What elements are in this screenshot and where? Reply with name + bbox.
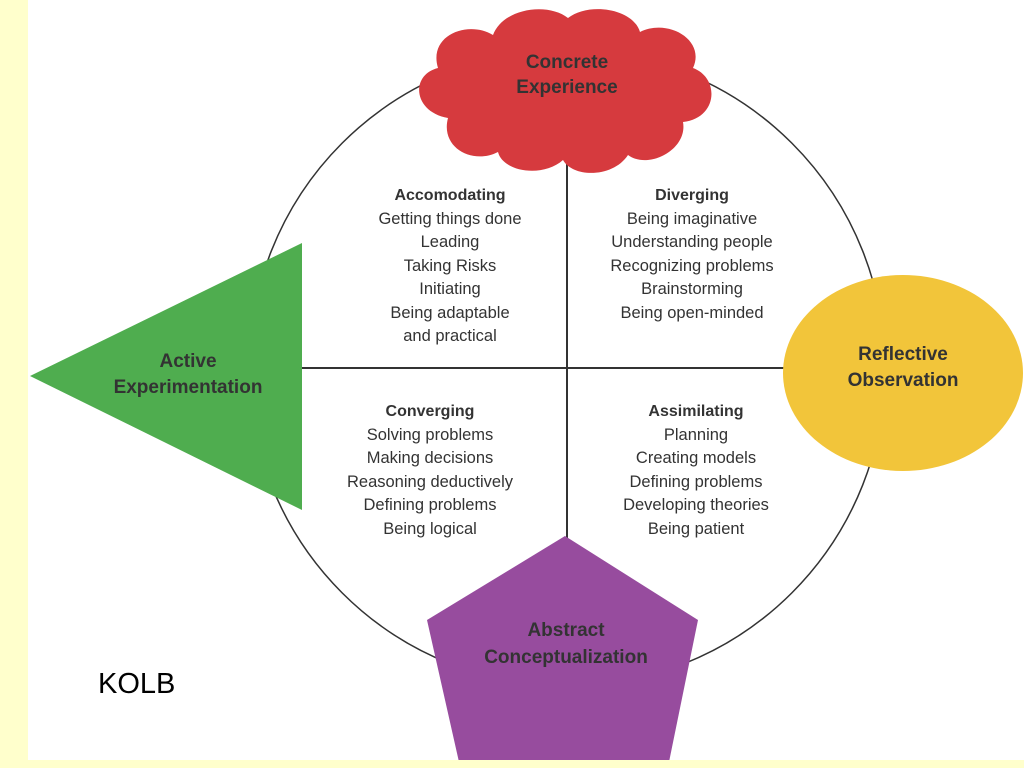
quadrant-item: Being logical [383, 520, 477, 538]
quadrant-title: Converging [386, 403, 475, 420]
quadrant-item: Defining problems [364, 496, 497, 514]
quadrant-item: Being patient [648, 520, 745, 538]
quadrant-item: Planning [664, 426, 728, 444]
quadrant-item: Leading [421, 233, 480, 251]
quadrant-title: Accomodating [394, 187, 505, 204]
quadrant-item: Brainstorming [641, 280, 743, 298]
reflective-observation-ellipse: Reflective Observation [783, 275, 1023, 471]
quadrant-item: Recognizing problems [610, 257, 773, 275]
quadrant-converging: Converging Solving problems Making decis… [347, 403, 514, 538]
quadrant-item: Reasoning deductively [347, 473, 514, 491]
pole-bottom-line-1: Abstract [527, 620, 605, 641]
quadrant-item: Understanding people [611, 233, 772, 251]
quadrant-item: Defining problems [630, 473, 763, 491]
quadrant-item: Taking Risks [404, 257, 497, 275]
quadrant-item: and practical [403, 327, 497, 345]
quadrant-item: Getting things done [378, 210, 521, 228]
pole-top-line-2: Experience [516, 77, 617, 98]
kolb-diagram: Concrete Experience Reflective Observati… [30, 9, 1023, 760]
cloud-shape [419, 9, 712, 173]
pole-left-line-2: Experimentation [114, 377, 263, 398]
pole-top-line-1: Concrete [526, 52, 608, 73]
pole-right-line-1: Reflective [858, 344, 948, 365]
quadrant-assimilating: Assimilating Planning Creating models De… [623, 403, 769, 538]
quadrant-item: Being adaptable [390, 304, 509, 322]
quadrant-item: Being imaginative [627, 210, 757, 228]
concrete-experience-cloud: Concrete Experience [419, 9, 712, 173]
quadrant-title: Diverging [655, 187, 729, 204]
pole-left-line-1: Active [159, 351, 216, 372]
quadrant-accomodating: Accomodating Getting things done Leading… [378, 187, 521, 345]
pole-bottom-line-2: Conceptualization [484, 647, 648, 668]
diagram-canvas: Concrete Experience Reflective Observati… [28, 0, 1024, 760]
pentagon-shape [427, 536, 698, 760]
quadrant-item: Making decisions [367, 449, 494, 467]
quadrant-item: Being open-minded [620, 304, 763, 322]
quadrant-item: Developing theories [623, 496, 769, 514]
quadrant-item: Initiating [419, 280, 480, 298]
quadrant-diverging: Diverging Being imaginative Understandin… [610, 187, 773, 322]
pole-right-line-2: Observation [848, 370, 959, 391]
triangle-shape [30, 243, 302, 510]
abstract-conceptualization-pentagon: Abstract Conceptualization [427, 536, 698, 760]
active-experimentation-triangle: Active Experimentation [30, 243, 302, 510]
quadrant-title: Assimilating [648, 403, 743, 420]
ellipse-shape [783, 275, 1023, 471]
quadrant-item: Creating models [636, 449, 756, 467]
quadrant-item: Solving problems [367, 426, 494, 444]
kolb-caption: KOLB [98, 668, 176, 700]
